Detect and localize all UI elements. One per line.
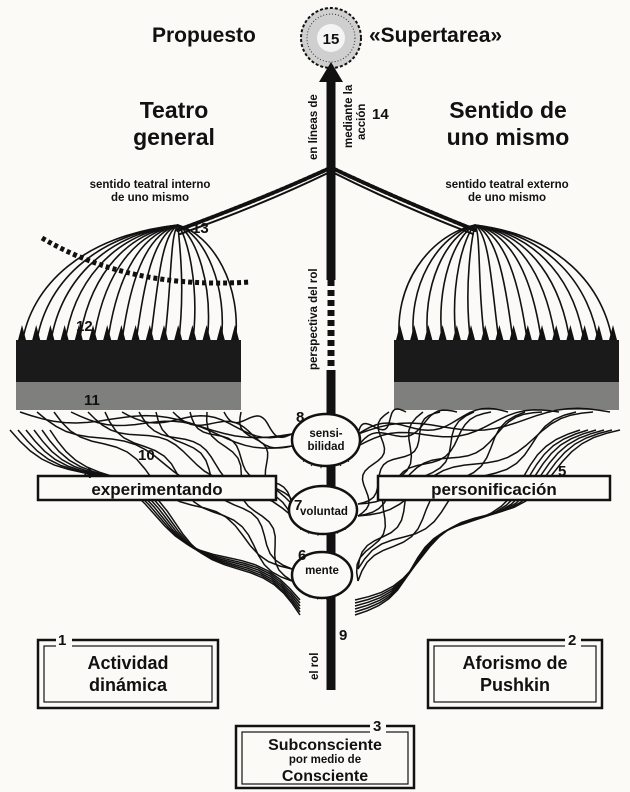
left-fan [16, 225, 250, 410]
will-label: voluntad [300, 506, 348, 518]
axis-lines-2: mediante la [343, 84, 355, 148]
fan-strand [136, 225, 178, 345]
box-3-line-3: Consciente [282, 768, 368, 785]
number-9: 9 [339, 627, 347, 644]
axis-perspective: perspectiva del rol [308, 268, 320, 370]
heading-left-2: general [133, 124, 215, 150]
sub-left-2: de uno mismo [111, 192, 189, 204]
right-fan [394, 225, 619, 410]
lower-strand-left [224, 412, 292, 437]
sub-right-1: sentido teatral externo [445, 179, 568, 191]
fan-strand [475, 225, 485, 345]
number-12: 12 [76, 318, 93, 335]
sensibility-label-1: sensi- [309, 428, 342, 440]
box-3-number: 3 [373, 718, 381, 735]
box-3-line-1: Subconsciente [268, 737, 382, 754]
fan-strand [22, 225, 178, 345]
mind-label: mente [305, 565, 339, 577]
fan-strand-tip [188, 325, 196, 340]
heading-right-1: Sentido de [449, 97, 567, 123]
fan-strand-tip [467, 325, 475, 340]
fan-strand-tip [424, 325, 432, 340]
number-7: 7 [294, 497, 302, 514]
fan-strand-tip [231, 325, 239, 340]
number-5: 5 [558, 463, 566, 480]
lower-strand-left-long [34, 430, 300, 609]
fan-strand-tip [410, 325, 418, 340]
box-2-number: 2 [568, 632, 576, 649]
box-1-line-1: Actividad [87, 653, 168, 673]
sub-right-2: de uno mismo [468, 192, 546, 204]
title-right: «Supertarea» [369, 24, 502, 47]
box-3-line-2: por medio de [289, 754, 361, 766]
box-2-line-1: Aforismo de [462, 653, 567, 673]
bar-left-label: experimentando [91, 480, 222, 499]
number-11: 11 [84, 392, 100, 409]
number-13: 13 [192, 220, 209, 237]
fan-strand-tip [217, 325, 225, 340]
sub-left-1: sentido teatral interno [90, 179, 211, 191]
fan-dark-band [394, 340, 619, 382]
number-6: 6 [298, 547, 306, 564]
fan-strand [178, 225, 222, 345]
lower-strand-right-long [355, 430, 580, 615]
title-left: Propuesto [152, 24, 256, 47]
number-14: 14 [372, 106, 389, 123]
number-8: 8 [296, 409, 304, 426]
lower-strand-right [358, 410, 559, 446]
fan-dotted-band [16, 382, 241, 410]
box-1-number: 1 [58, 632, 66, 649]
axis-lines-3: acción [356, 104, 368, 140]
heading-right-2: uno mismo [447, 124, 570, 150]
lower-strand-left-long [50, 430, 300, 615]
fan-dotted-band [394, 382, 619, 410]
fan-strand-tip [396, 325, 404, 340]
lower-strand-right [358, 408, 610, 434]
lower-strand-left-long [18, 430, 300, 603]
box-1-line-2: dinámica [89, 675, 168, 695]
fan-strand-tip [453, 325, 461, 340]
sensibility-label-2: bilidad [307, 441, 344, 453]
fan-strand-tip [174, 325, 182, 340]
fan-strand [79, 225, 178, 345]
lower-strand-left-long [42, 430, 300, 612]
number-4: 4 [84, 465, 93, 482]
fan-strand-tip [439, 325, 447, 340]
fan-strand [399, 225, 475, 345]
number-15: 15 [323, 31, 340, 48]
axis-role: el rol [309, 653, 321, 680]
lower-strand-left-long [26, 430, 300, 606]
box-2-line-2: Pushkin [480, 675, 550, 695]
fan-strand-tip [203, 325, 211, 340]
axis-lines-1: en líneas de [308, 94, 320, 160]
fan-dark-band [16, 340, 241, 382]
number-10: 10 [138, 447, 155, 464]
heading-left-1: Teatro [140, 97, 209, 123]
bar-right-label: personificación [431, 480, 557, 499]
fan-strand [475, 225, 613, 345]
fan-strand [107, 225, 178, 345]
